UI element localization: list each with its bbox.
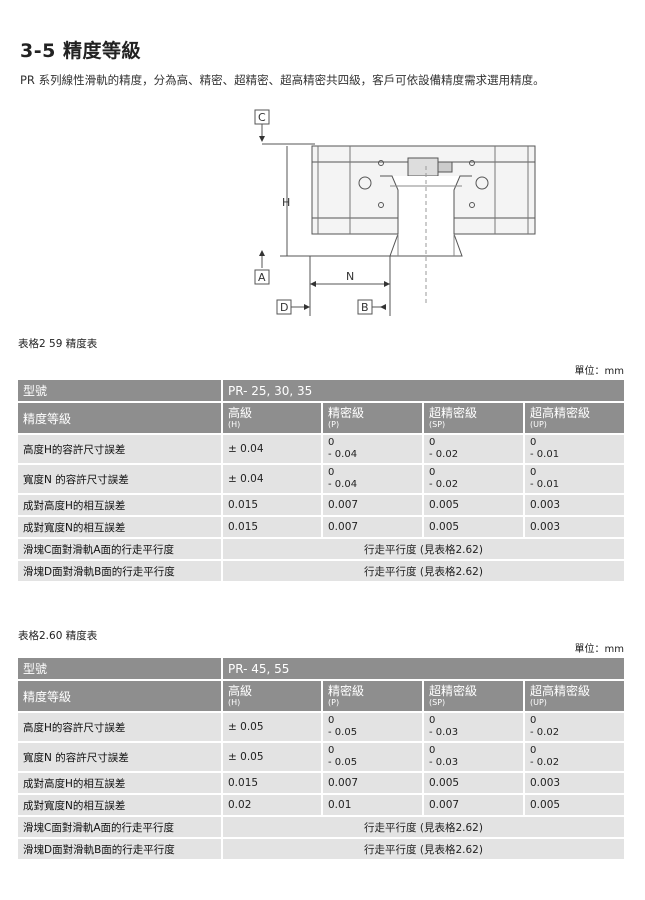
table-cell: 0- 0.02 xyxy=(422,435,523,463)
table-cell: 0.007 xyxy=(321,773,422,793)
unit-label: 單位：mm xyxy=(574,366,624,377)
section-title: 3-5 精度等級 xyxy=(20,40,141,62)
table-cell: 0.007 xyxy=(321,517,422,537)
grade-cell: 精密級(P) xyxy=(321,681,422,711)
label-c: C xyxy=(258,111,266,124)
table-cell: 0.015 xyxy=(221,517,321,537)
table-cell: 0.015 xyxy=(221,773,321,793)
grade-cell: 超精密級(SP) xyxy=(422,403,523,433)
row-label: 成對寬度N的相互誤差 xyxy=(18,795,221,815)
accuracy-table: 型號 PR- 25, 30, 35 精度等級 高級(H) 精密級(P) 超精密級… xyxy=(18,378,624,583)
table-cell: 0- 0.02 xyxy=(422,465,523,493)
grade-row: 精度等級 高級(H) 精密級(P) 超精密級(SP) 超高精密級(UP) xyxy=(18,403,624,433)
table-cell: 0.007 xyxy=(422,795,523,815)
label-n: N xyxy=(346,270,354,283)
model-value: PR- 45, 55 xyxy=(221,658,624,679)
table-cell: 0.005 xyxy=(422,495,523,515)
row-label: 滑塊C面對滑軌A面的行走平行度 xyxy=(18,817,221,837)
label-d: D xyxy=(280,301,288,314)
table-cell: 行走平行度 (見表格2.62) xyxy=(221,539,624,559)
table-cell: 行走平行度 (見表格2.62) xyxy=(221,817,624,837)
grade-cell: 超高精密級(UP) xyxy=(523,681,624,711)
grade-cell: 精密級(P) xyxy=(321,403,422,433)
row-label: 成對高度H的相互誤差 xyxy=(18,773,221,793)
row-label: 成對高度H的相互誤差 xyxy=(18,495,221,515)
table-cell: 0.005 xyxy=(422,517,523,537)
table-cell: 行走平行度 (見表格2.62) xyxy=(221,561,624,581)
table-cell: 0- 0.04 xyxy=(321,465,422,493)
table-cell: 0.02 xyxy=(221,795,321,815)
table-cell: 0- 0.05 xyxy=(321,713,422,741)
row-label: 成對寬度N的相互誤差 xyxy=(18,517,221,537)
grade-label: 精度等級 xyxy=(18,681,221,711)
table-caption: 表格2.60 精度表 xyxy=(18,630,98,642)
model-label: 型號 xyxy=(18,380,221,401)
model-label: 型號 xyxy=(18,658,221,679)
row-label: 寬度N 的容許尺寸誤差 xyxy=(18,465,221,493)
table-row: 成對高度H的相互誤差 0.015 0.007 0.005 0.003 xyxy=(18,773,624,793)
grade-row: 精度等級 高級(H) 精密級(P) 超精密級(SP) 超高精密級(UP) xyxy=(18,681,624,711)
table-cell: 0- 0.01 xyxy=(523,435,624,463)
intro-text: PR 系列線性滑軌的精度，分為高、精密、超精密、超高精密共四級，客戶可依設備精度… xyxy=(20,73,545,87)
accuracy-table: 型號 PR- 45, 55 精度等級 高級(H) 精密級(P) 超精密級(SP)… xyxy=(18,656,624,861)
table-row: 高度H的容許尺寸誤差 ± 0.05 0- 0.05 0- 0.03 0- 0.0… xyxy=(18,713,624,741)
table-row: 成對高度H的相互誤差 0.015 0.007 0.005 0.003 xyxy=(18,495,624,515)
label-b: B xyxy=(361,301,369,314)
unit-label: 單位：mm xyxy=(574,644,624,655)
table-cell: 0- 0.03 xyxy=(422,713,523,741)
grade-cell: 超高精密級(UP) xyxy=(523,403,624,433)
table-cell: 0.003 xyxy=(523,495,624,515)
table-cell: ± 0.04 xyxy=(221,465,321,493)
rail-block-diagram: C H A N D B xyxy=(254,109,536,316)
table-cell: 0- 0.03 xyxy=(422,743,523,771)
table-cell: 0- 0.01 xyxy=(523,465,624,493)
model-row: 型號 PR- 45, 55 xyxy=(18,658,624,679)
row-label: 滑塊D面對滑軌B面的行走平行度 xyxy=(18,839,221,859)
table-row: 寬度N 的容許尺寸誤差 ± 0.04 0- 0.04 0- 0.02 0- 0.… xyxy=(18,465,624,493)
table-cell: 0.01 xyxy=(321,795,422,815)
table-row: 成對寬度N的相互誤差 0.02 0.01 0.007 0.005 xyxy=(18,795,624,815)
table-cell: 0.007 xyxy=(321,495,422,515)
table-cell: 0.003 xyxy=(523,517,624,537)
grade-label: 精度等級 xyxy=(18,403,221,433)
table-caption: 表格2 59 精度表 xyxy=(18,338,98,350)
row-label: 寬度N 的容許尺寸誤差 xyxy=(18,743,221,771)
grade-cell: 高級(H) xyxy=(221,403,321,433)
table-cell: ± 0.04 xyxy=(221,435,321,463)
table-cell: 0.005 xyxy=(422,773,523,793)
table-row: 高度H的容許尺寸誤差 ± 0.04 0- 0.04 0- 0.02 0- 0.0… xyxy=(18,435,624,463)
label-a: A xyxy=(258,271,266,284)
table-cell: ± 0.05 xyxy=(221,713,321,741)
row-label: 高度H的容許尺寸誤差 xyxy=(18,713,221,741)
model-row: 型號 PR- 25, 30, 35 xyxy=(18,380,624,401)
grade-cell: 高級(H) xyxy=(221,681,321,711)
table-row: 滑塊D面對滑軌B面的行走平行度 行走平行度 (見表格2.62) xyxy=(18,839,624,859)
model-value: PR- 25, 30, 35 xyxy=(221,380,624,401)
label-h: H xyxy=(282,196,290,209)
table-cell: 0- 0.05 xyxy=(321,743,422,771)
table-cell: ± 0.05 xyxy=(221,743,321,771)
table-cell: 0- 0.02 xyxy=(523,713,624,741)
table-cell: 0.015 xyxy=(221,495,321,515)
table-cell: 行走平行度 (見表格2.62) xyxy=(221,839,624,859)
grade-cell: 超精密級(SP) xyxy=(422,681,523,711)
row-label: 滑塊C面對滑軌A面的行走平行度 xyxy=(18,539,221,559)
table-cell: 0.003 xyxy=(523,773,624,793)
table-row: 成對寬度N的相互誤差 0.015 0.007 0.005 0.003 xyxy=(18,517,624,537)
table-row: 滑塊C面對滑軌A面的行走平行度 行走平行度 (見表格2.62) xyxy=(18,817,624,837)
table-row: 滑塊D面對滑軌B面的行走平行度 行走平行度 (見表格2.62) xyxy=(18,561,624,581)
table-cell: 0- 0.02 xyxy=(523,743,624,771)
row-label: 滑塊D面對滑軌B面的行走平行度 xyxy=(18,561,221,581)
table-row: 寬度N 的容許尺寸誤差 ± 0.05 0- 0.05 0- 0.03 0- 0.… xyxy=(18,743,624,771)
table-cell: 0.005 xyxy=(523,795,624,815)
row-label: 高度H的容許尺寸誤差 xyxy=(18,435,221,463)
table-cell: 0- 0.04 xyxy=(321,435,422,463)
table-row: 滑塊C面對滑軌A面的行走平行度 行走平行度 (見表格2.62) xyxy=(18,539,624,559)
